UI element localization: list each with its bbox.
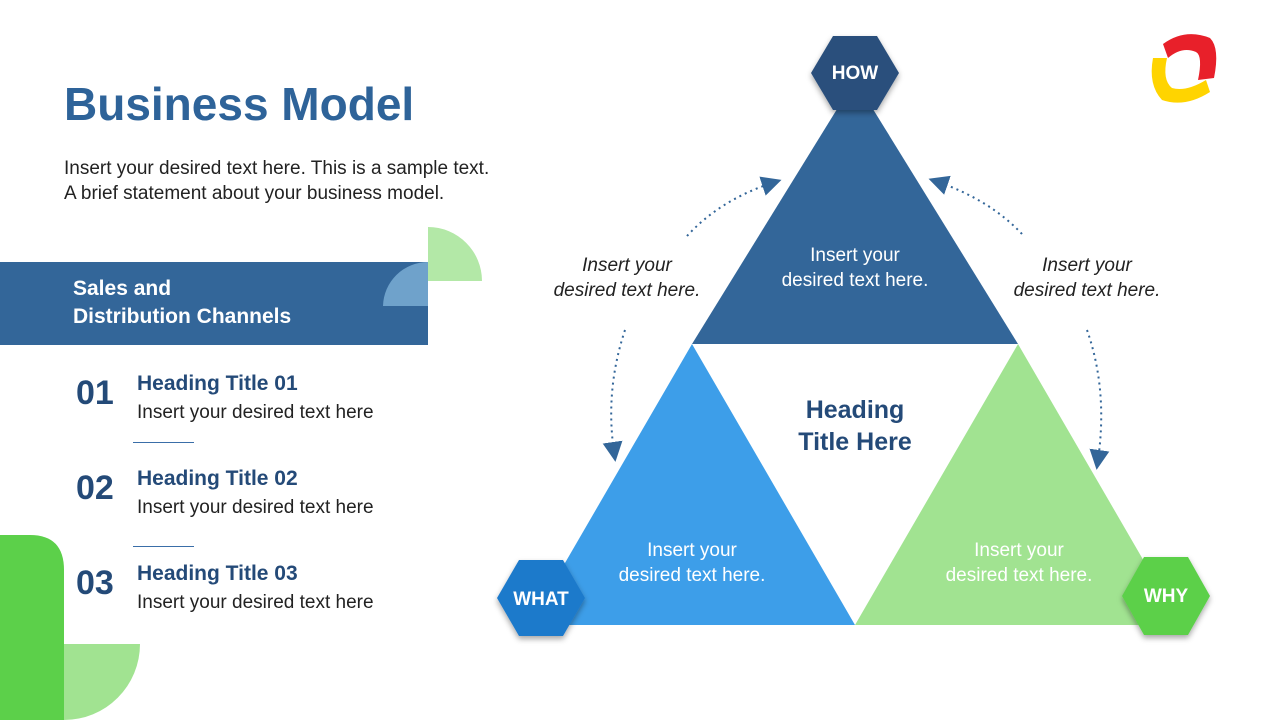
intro-line-2: A brief statement about your business mo… — [64, 183, 445, 204]
top-triangle — [692, 80, 1018, 344]
item-desc: Insert your desired text here — [137, 402, 374, 423]
item-number: 01 — [76, 374, 114, 412]
item-divider — [133, 442, 194, 443]
center-heading-1: Heading — [806, 396, 905, 424]
arrow-left-down — [602, 329, 626, 462]
band-title-line-2: Distribution Channels — [73, 305, 292, 328]
intro-line-1: Insert your desired text here. This is a… — [64, 158, 490, 179]
right-side-text-2: desired text here. — [1014, 280, 1161, 301]
brand-logo-icon — [1151, 34, 1217, 103]
how-label: HOW — [832, 63, 879, 84]
band-title-line-1: Sales and — [73, 277, 172, 300]
center-heading-2: Title Here — [798, 428, 912, 456]
arrow-top-left — [686, 176, 782, 237]
slide-title: Business Model — [64, 78, 415, 130]
item-title: Heading Title 01 — [137, 372, 298, 395]
item-number: 03 — [76, 564, 114, 602]
top-triangle-text-2: desired text here. — [782, 270, 929, 291]
what-hexagon — [497, 560, 585, 636]
item-divider — [133, 546, 194, 547]
band-quarter-shape — [383, 262, 428, 306]
how-hexagon — [811, 36, 899, 110]
item-title: Heading Title 03 — [137, 562, 298, 585]
left-triangle-text-1: Insert your — [647, 540, 737, 561]
top-triangle-text-1: Insert your — [810, 245, 900, 266]
why-hexagon — [1122, 557, 1210, 635]
section-band — [0, 262, 428, 345]
item-desc: Insert your desired text here — [137, 592, 374, 613]
right-triangle-text-1: Insert your — [974, 540, 1064, 561]
item-desc: Insert your desired text here — [137, 497, 374, 518]
left-side-text-2: desired text here. — [554, 280, 701, 301]
green-quarter-shape — [428, 227, 482, 281]
item-number: 02 — [76, 469, 114, 507]
what-label: WHAT — [513, 589, 569, 610]
light-green-quarter — [64, 644, 140, 720]
right-side-text-1: Insert your — [1042, 255, 1132, 276]
left-triangle — [529, 344, 855, 625]
green-corner-block — [0, 535, 64, 720]
right-triangle — [855, 344, 1181, 625]
why-label: WHY — [1144, 586, 1189, 607]
item-title: Heading Title 02 — [137, 467, 298, 490]
right-triangle-text-2: desired text here. — [946, 565, 1093, 586]
left-triangle-text-2: desired text here. — [619, 565, 766, 586]
left-side-text-1: Insert your — [582, 255, 672, 276]
